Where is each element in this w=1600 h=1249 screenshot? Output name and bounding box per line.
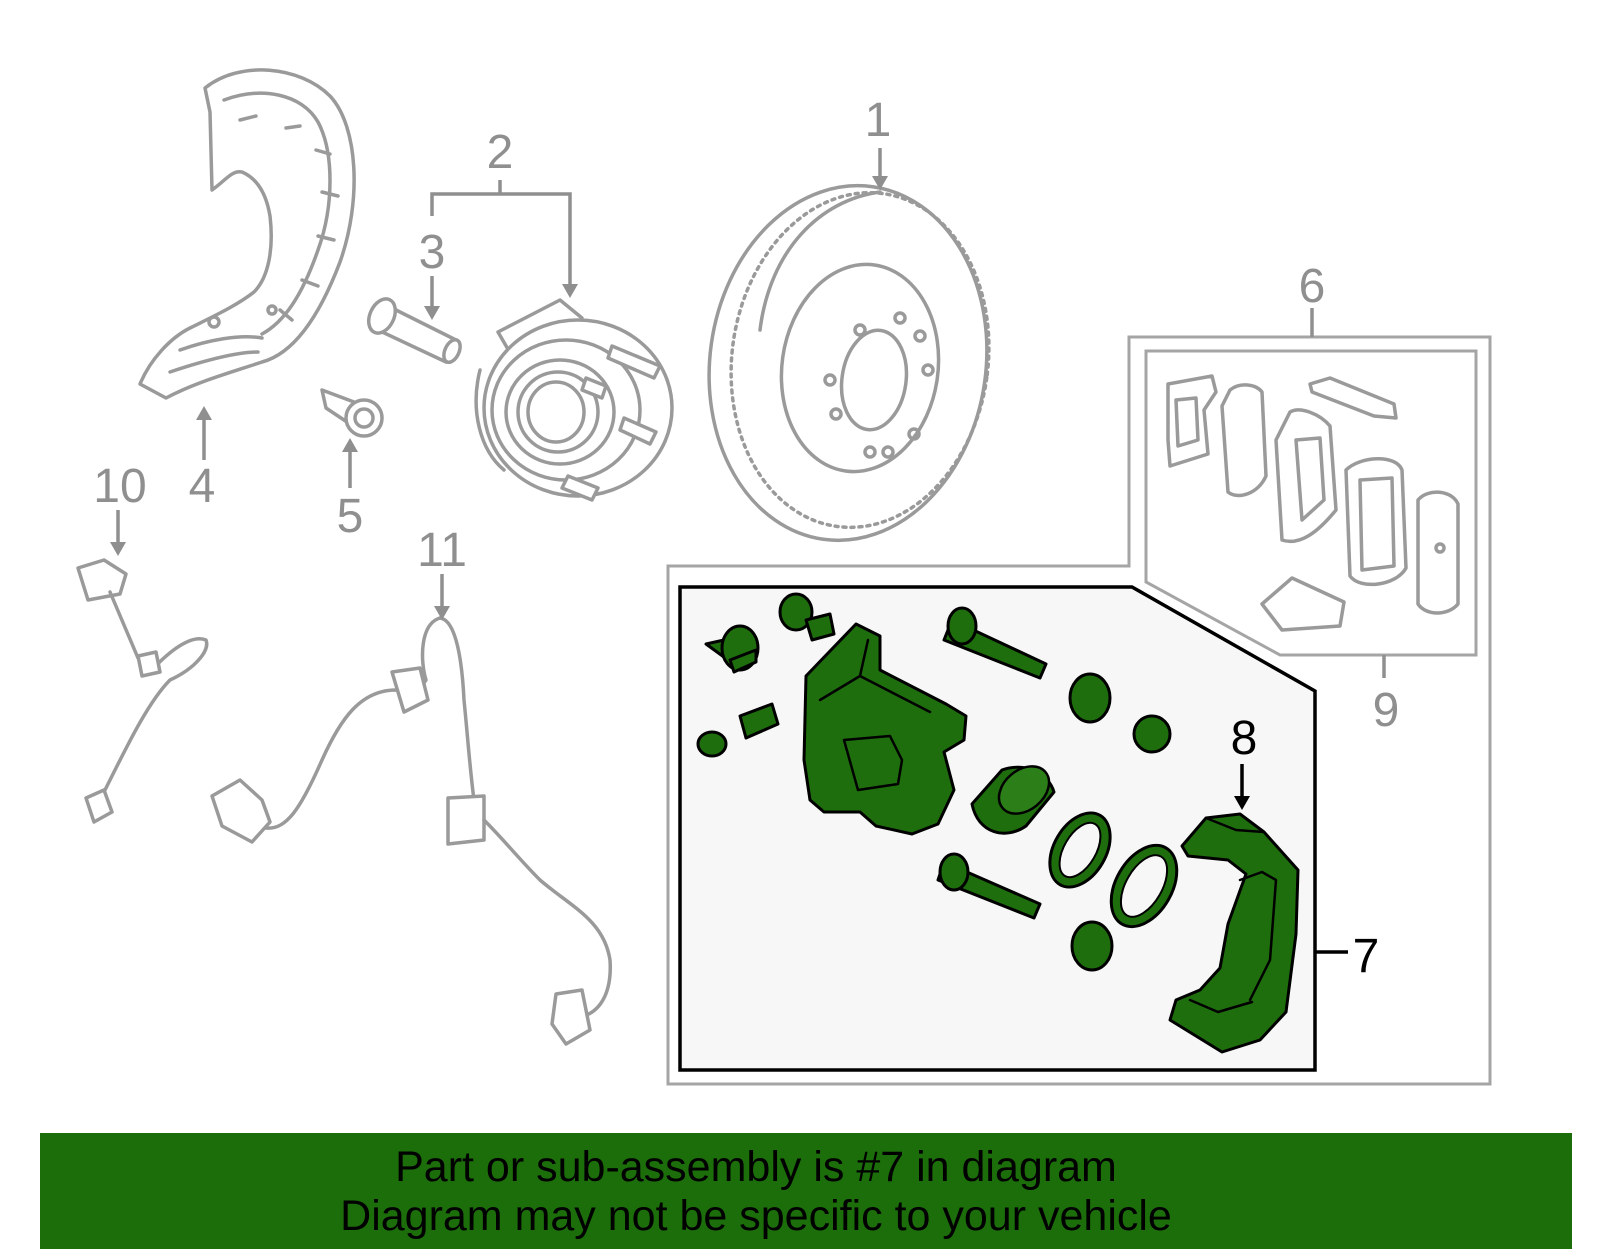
- callout-2: 2: [487, 126, 514, 179]
- brake-rotor: [707, 183, 991, 543]
- group-box-6: [666, 335, 1492, 1086]
- abs-wheel-speed-sensor: [210, 616, 612, 1046]
- callout-10: 10: [93, 460, 146, 513]
- banner-line-disclaimer: Diagram may not be specific to your vehi…: [340, 1192, 1172, 1240]
- leader-lines: [110, 148, 1386, 954]
- callout-3: 3: [419, 226, 446, 279]
- splash-shield: [138, 68, 356, 400]
- shield-bolt: [320, 388, 384, 438]
- brake-assembly-diagram: 1 2 3 4 5 6 7 8 9 10 11: [76, 68, 1492, 1086]
- banner-line-part: Part or sub-assembly is #7 in diagram: [395, 1143, 1117, 1191]
- callout-8: 8: [1231, 712, 1258, 765]
- group-box-9: [1144, 349, 1478, 657]
- callout-7: 7: [1353, 930, 1380, 983]
- callout-4: 4: [189, 460, 216, 513]
- callout-9: 9: [1373, 684, 1400, 737]
- callout-1: 1: [865, 94, 892, 147]
- brake-hose: [76, 558, 209, 824]
- callout-5: 5: [337, 490, 364, 543]
- callout-11: 11: [417, 524, 467, 577]
- callout-6: 6: [1299, 260, 1326, 313]
- wheel-stud: [366, 297, 462, 365]
- caliper-kit-highlighted: [696, 592, 1300, 1054]
- hub-bearing-assembly: [474, 298, 674, 502]
- info-banner: Part or sub-assembly is #7 in diagram Di…: [40, 1133, 1572, 1249]
- brake-pads-and-clips: [1166, 374, 1460, 632]
